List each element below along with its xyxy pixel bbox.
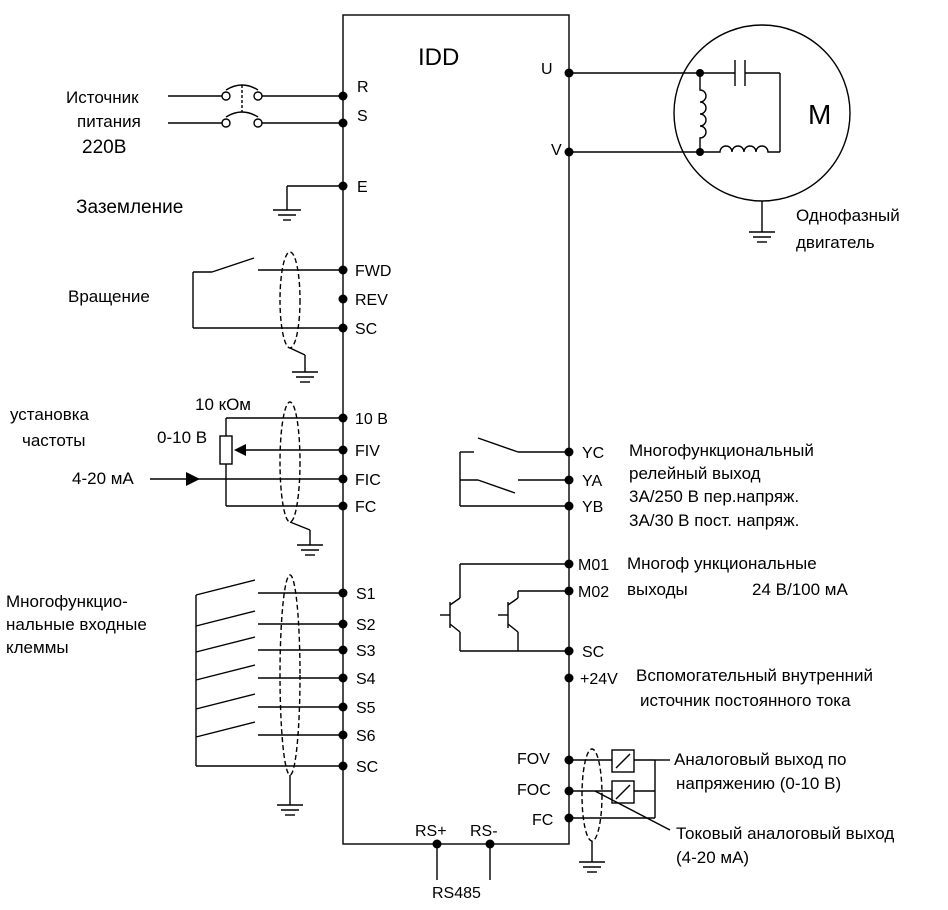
terminal-v: V bbox=[551, 142, 562, 159]
terminal-rev: REV bbox=[355, 292, 388, 309]
terminal-sc-right: SC bbox=[582, 644, 604, 661]
power-label-3: 220В bbox=[82, 137, 126, 158]
ground-label: Заземление bbox=[76, 197, 183, 218]
freq-label-2: частоты bbox=[22, 431, 86, 450]
terminal-s3: S3 bbox=[356, 643, 376, 660]
terminal-foc: FOC bbox=[517, 782, 551, 799]
terminal-fwd: FWD bbox=[355, 263, 391, 280]
terminal-u: U bbox=[541, 61, 553, 78]
analog-i-label-1: Токовый аналоговый выход bbox=[676, 824, 894, 843]
terminal-e: E bbox=[357, 179, 368, 196]
analog-i-label-2: (4-20 мА) bbox=[676, 848, 749, 867]
terminal-sc-1: SC bbox=[355, 321, 377, 338]
terminal-fc-right: FC bbox=[532, 812, 553, 829]
terminal-yc: YC bbox=[582, 445, 604, 462]
terminal-rs-minus: RS- bbox=[470, 823, 498, 840]
inputs-label-1: Многофункцио- bbox=[6, 592, 128, 611]
terminal-s2: S2 bbox=[356, 617, 376, 634]
terminal-s5: S5 bbox=[356, 700, 376, 717]
analog-outputs bbox=[569, 748, 671, 873]
terminal-fov: FOV bbox=[517, 751, 550, 768]
terminal-s: S bbox=[357, 108, 368, 125]
terminal-fic: FIC bbox=[355, 472, 381, 489]
rotation-label: Вращение bbox=[68, 287, 150, 306]
aux-label-2: источник постоянного тока bbox=[640, 691, 851, 710]
analog-v-label-2: напряжению (0-10 В) bbox=[676, 774, 841, 793]
terminal-s1: S1 bbox=[356, 586, 376, 603]
inputs-label-2: нальные входные bbox=[6, 615, 147, 634]
terminal-s6: S6 bbox=[356, 728, 376, 745]
motor-label-2: двигатель bbox=[796, 233, 875, 252]
ground-e-wire bbox=[273, 185, 343, 221]
power-label-2: питания bbox=[77, 112, 141, 131]
terminal-yb: YB bbox=[582, 499, 603, 516]
terminal-rs-plus: RS+ bbox=[415, 823, 447, 840]
terminal-ya: YA bbox=[582, 473, 602, 490]
device-title: IDD bbox=[418, 44, 459, 71]
device-box bbox=[342, 14, 570, 845]
aux-label-1: Вспомогательный внутренний bbox=[636, 666, 873, 685]
frequency-circuit bbox=[150, 401, 343, 556]
terminal-m02: M02 bbox=[578, 584, 609, 601]
input-switches bbox=[195, 574, 343, 816]
terminal-10v: 10 В bbox=[355, 411, 388, 428]
power-switch bbox=[168, 84, 343, 128]
relay-output bbox=[459, 437, 569, 507]
motor-symbol: M bbox=[808, 99, 831, 130]
motor bbox=[569, 24, 851, 243]
transistor-outputs bbox=[440, 563, 569, 652]
current-input-label: 4-20 мА bbox=[72, 469, 134, 488]
terminal-24v: +24V bbox=[580, 671, 618, 688]
rs485-port bbox=[436, 844, 491, 880]
terminal-fc: FC bbox=[355, 499, 376, 516]
inputs-label-3: клеммы bbox=[6, 638, 69, 657]
relay-label-3: 3А/250 В пер.напряж. bbox=[629, 487, 799, 506]
terminal-sc-2: SC bbox=[356, 759, 378, 776]
rs485-label: RS485 bbox=[432, 885, 481, 902]
outputs-rating-label: 24 В/100 мА bbox=[752, 580, 848, 599]
outputs-label-2: выходы bbox=[627, 580, 688, 599]
pot-value-label: 10 кОм bbox=[195, 395, 251, 414]
terminal-fiv: FIV bbox=[355, 443, 380, 460]
relay-label-1: Многофункциональный bbox=[629, 441, 814, 460]
voltage-range-label: 0-10 В bbox=[157, 428, 207, 447]
relay-label-4: 3А/30 В пост. напряж. bbox=[629, 511, 799, 530]
analog-v-label-1: Аналоговый выход по bbox=[674, 750, 846, 769]
motor-label-1: Однофазный bbox=[796, 206, 900, 225]
terminal-r: R bbox=[357, 79, 369, 96]
terminal-m01: M01 bbox=[578, 557, 609, 574]
power-label-1: Источник bbox=[66, 88, 139, 107]
freq-label-1: установка bbox=[10, 405, 90, 424]
relay-label-2: релейный выход bbox=[629, 464, 761, 483]
terminal-s4: S4 bbox=[356, 671, 376, 688]
rotation-circuit bbox=[192, 251, 343, 383]
outputs-label-1: Многоф ункциональные bbox=[627, 554, 817, 573]
